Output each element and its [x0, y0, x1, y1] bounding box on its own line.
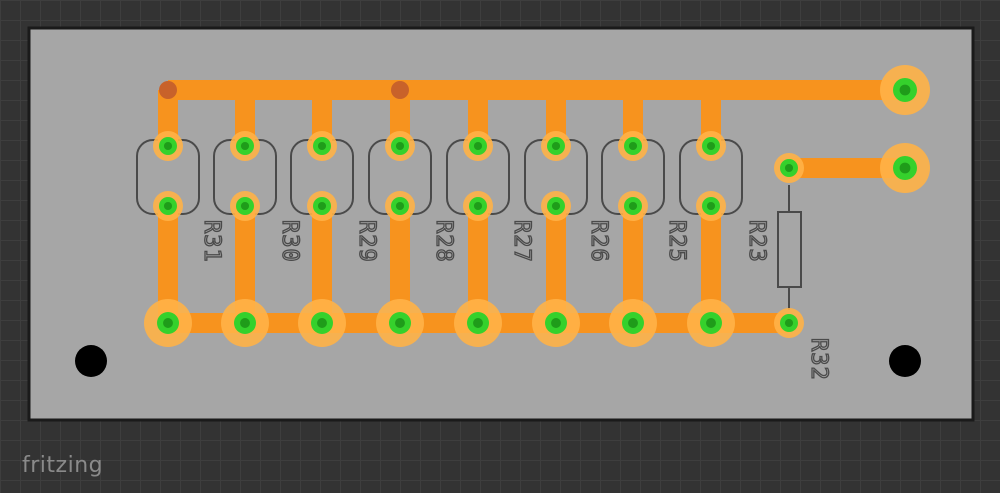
mounting-hole-left	[75, 345, 107, 377]
pad-hole	[240, 201, 250, 211]
component-label-r31: R31	[199, 220, 224, 263]
connector-pad-1	[880, 65, 930, 115]
pad-middle	[618, 191, 648, 221]
pad-top	[618, 131, 648, 161]
component-label-r27: R27	[509, 220, 534, 263]
mounting-hole-right	[889, 345, 921, 377]
pad-hole	[551, 318, 561, 328]
pad-hole	[163, 201, 173, 211]
pad-r32-bottom	[774, 308, 804, 338]
pad-middle	[385, 191, 415, 221]
pad-top	[541, 131, 571, 161]
via	[391, 81, 409, 99]
pad-middle	[230, 191, 260, 221]
pad-hole	[317, 201, 327, 211]
component-label-r28: R28	[431, 220, 456, 263]
pad-hole	[317, 141, 327, 151]
pad-middle	[541, 191, 571, 221]
pad-hole	[784, 318, 794, 328]
component-label-r32: R32	[806, 338, 831, 381]
component-label-r26: R26	[586, 220, 611, 263]
pad-bottom	[687, 299, 735, 347]
via	[159, 81, 177, 99]
connector-pad-2	[880, 143, 930, 193]
pad-hole	[240, 141, 250, 151]
pads	[144, 65, 930, 347]
pad-middle	[153, 191, 183, 221]
pad-r32-top	[774, 153, 804, 183]
pad-hole	[628, 141, 638, 151]
pad-hole	[473, 201, 483, 211]
pad-hole	[551, 141, 561, 151]
pad-bottom	[298, 299, 346, 347]
pad-top	[230, 131, 260, 161]
pad-hole	[163, 318, 173, 328]
pad-hole	[706, 318, 716, 328]
pad-hole	[473, 318, 483, 328]
pad-middle	[696, 191, 726, 221]
pad-hole	[163, 141, 173, 151]
component-label-r25: R25	[664, 220, 689, 263]
pad-bottom	[609, 299, 657, 347]
fritzing-logo: fritzing	[22, 453, 104, 478]
pad-hole	[240, 318, 250, 328]
pad-hole	[395, 141, 405, 151]
pad-hole	[899, 162, 911, 174]
pad-hole	[551, 201, 561, 211]
component-label-r29: R29	[354, 220, 379, 263]
pad-top	[307, 131, 337, 161]
pad-hole	[706, 141, 716, 151]
pad-hole	[899, 84, 911, 96]
pad-hole	[706, 201, 716, 211]
component-label-r30: R30	[277, 220, 302, 263]
pad-hole	[395, 318, 405, 328]
pad-hole	[395, 201, 405, 211]
pad-bottom	[532, 299, 580, 347]
pad-bottom	[144, 299, 192, 347]
pad-hole	[473, 141, 483, 151]
r32-body	[777, 185, 802, 310]
pad-hole	[628, 318, 638, 328]
pad-bottom	[454, 299, 502, 347]
pad-hole	[628, 201, 638, 211]
pad-middle	[463, 191, 493, 221]
pad-top	[153, 131, 183, 161]
pad-hole	[784, 163, 794, 173]
pad-bottom	[221, 299, 269, 347]
pad-top	[463, 131, 493, 161]
pad-top	[385, 131, 415, 161]
pad-bottom	[376, 299, 424, 347]
pad-middle	[307, 191, 337, 221]
pad-top	[696, 131, 726, 161]
component-label-r23: R23	[744, 220, 769, 263]
pad-hole	[317, 318, 327, 328]
